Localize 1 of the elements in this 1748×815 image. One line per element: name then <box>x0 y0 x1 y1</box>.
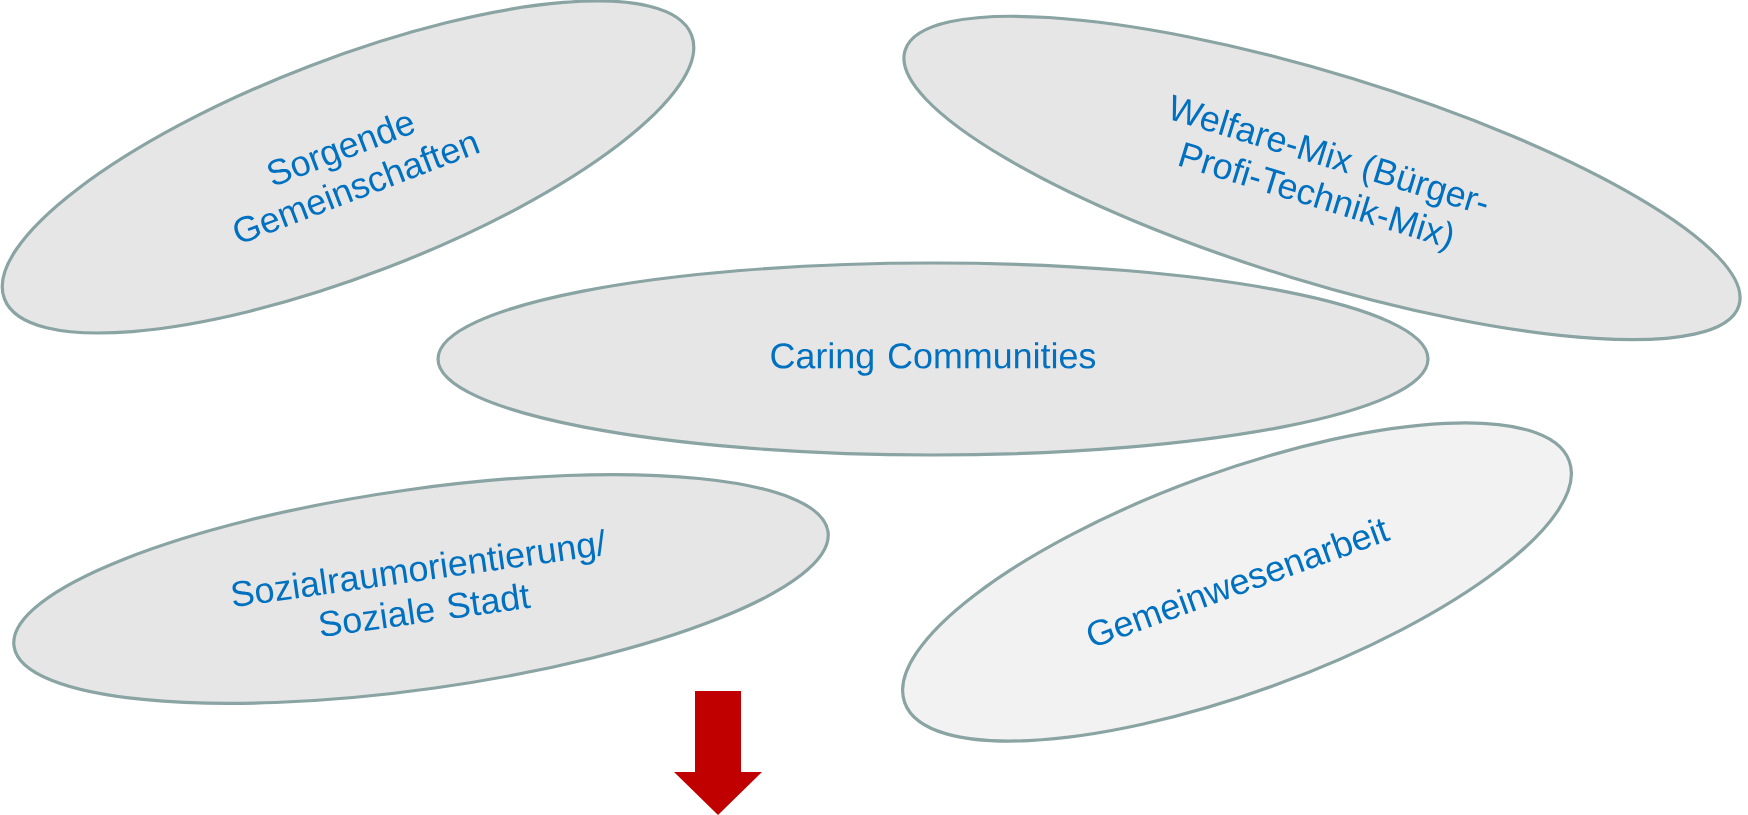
ellipse-node: Caring Communities <box>436 261 1430 457</box>
